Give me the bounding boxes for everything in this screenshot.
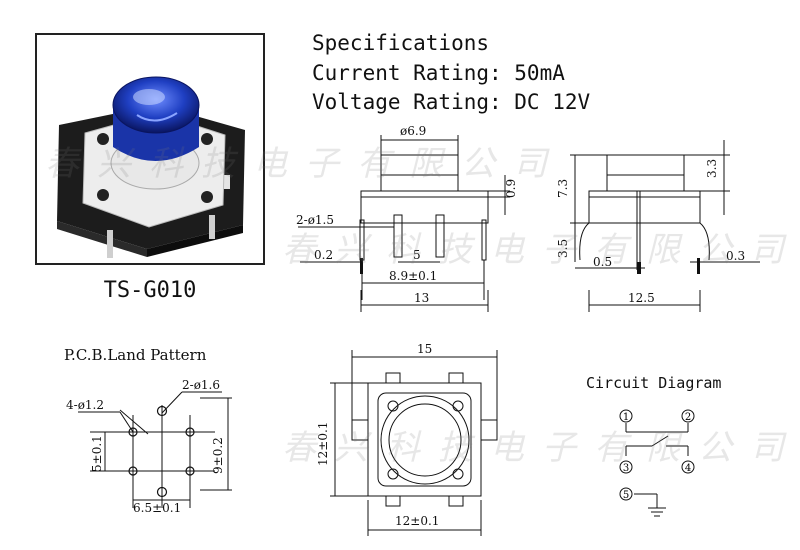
dim-pin-spacing: 5 (413, 248, 421, 262)
pcb-hole-small (185, 466, 195, 476)
pcb-hole-large-label: 2-ø1.6 (182, 378, 220, 392)
front-view (298, 135, 510, 312)
pcb-dim-left: 5±0.1 (90, 435, 104, 472)
watermark-photo: 春兴科技电子有限公司 (45, 144, 565, 184)
dim-top-body-height: 12±0.1 (316, 422, 330, 466)
pcb-hole-small (128, 427, 138, 437)
dim-pin-pitch: 8.9±0.1 (389, 269, 437, 283)
pcb-dim-right: 9±0.2 (211, 437, 225, 474)
spec-voltage: Voltage Rating: DC 12V (312, 90, 591, 114)
dim-step-height: 0.9 (504, 179, 518, 198)
dim-body-depth: 12.5 (628, 291, 655, 305)
product-photo (57, 76, 245, 258)
dim-top-body-width: 12±0.1 (395, 514, 439, 528)
spec-current: Current Rating: 50mA (312, 61, 565, 85)
dim-pin-offset: 0.2 (314, 248, 333, 262)
dim-cap-height: 3.3 (705, 159, 719, 178)
circuit-pin-1: 1 (623, 412, 629, 423)
product-photo-frame (35, 33, 265, 265)
dim-pin-diameter: 2-ø1.5 (296, 213, 334, 227)
circuit-pin-5: 5 (623, 490, 629, 501)
circuit-pin-2: 2 (685, 412, 691, 423)
circuit-pin-4: 4 (685, 463, 691, 474)
dim-body-width: 13 (414, 291, 429, 305)
dim-leg-gap: 0.5 (593, 255, 612, 269)
dim-cap-diameter: ø6.9 (400, 124, 426, 138)
watermark-middle: 春兴科技电子有限公司 (282, 230, 800, 270)
pcb-title: P.C.B.Land Pattern (64, 346, 207, 364)
dim-overall-width: 15 (417, 342, 432, 356)
circuit-pin-3: 3 (623, 463, 629, 474)
spec-title: Specifications (312, 31, 490, 55)
watermark-bottom: 春兴科技电子有限公司 (282, 428, 800, 468)
pcb-dim-horizontal: 6.5±0.1 (133, 501, 181, 515)
pcb-hole-large (156, 405, 168, 417)
circuit-title: Circuit Diagram (586, 374, 722, 392)
top-view (330, 350, 498, 536)
pcb-hole-small (185, 427, 195, 437)
dim-total-height: 7.3 (556, 179, 570, 198)
pcb-holes (128, 405, 195, 498)
dim-leg-thickness: 0.3 (726, 249, 745, 263)
side-view (570, 140, 760, 312)
model-label: TS-G010 (103, 278, 197, 303)
dim-leg-length: 3.5 (556, 239, 570, 258)
pcb-hole-small-label: 4-ø1.2 (66, 398, 104, 412)
pcb-hole-small (128, 466, 138, 476)
circuit-diagram (625, 423, 689, 517)
pcb-hole-large (156, 486, 168, 498)
